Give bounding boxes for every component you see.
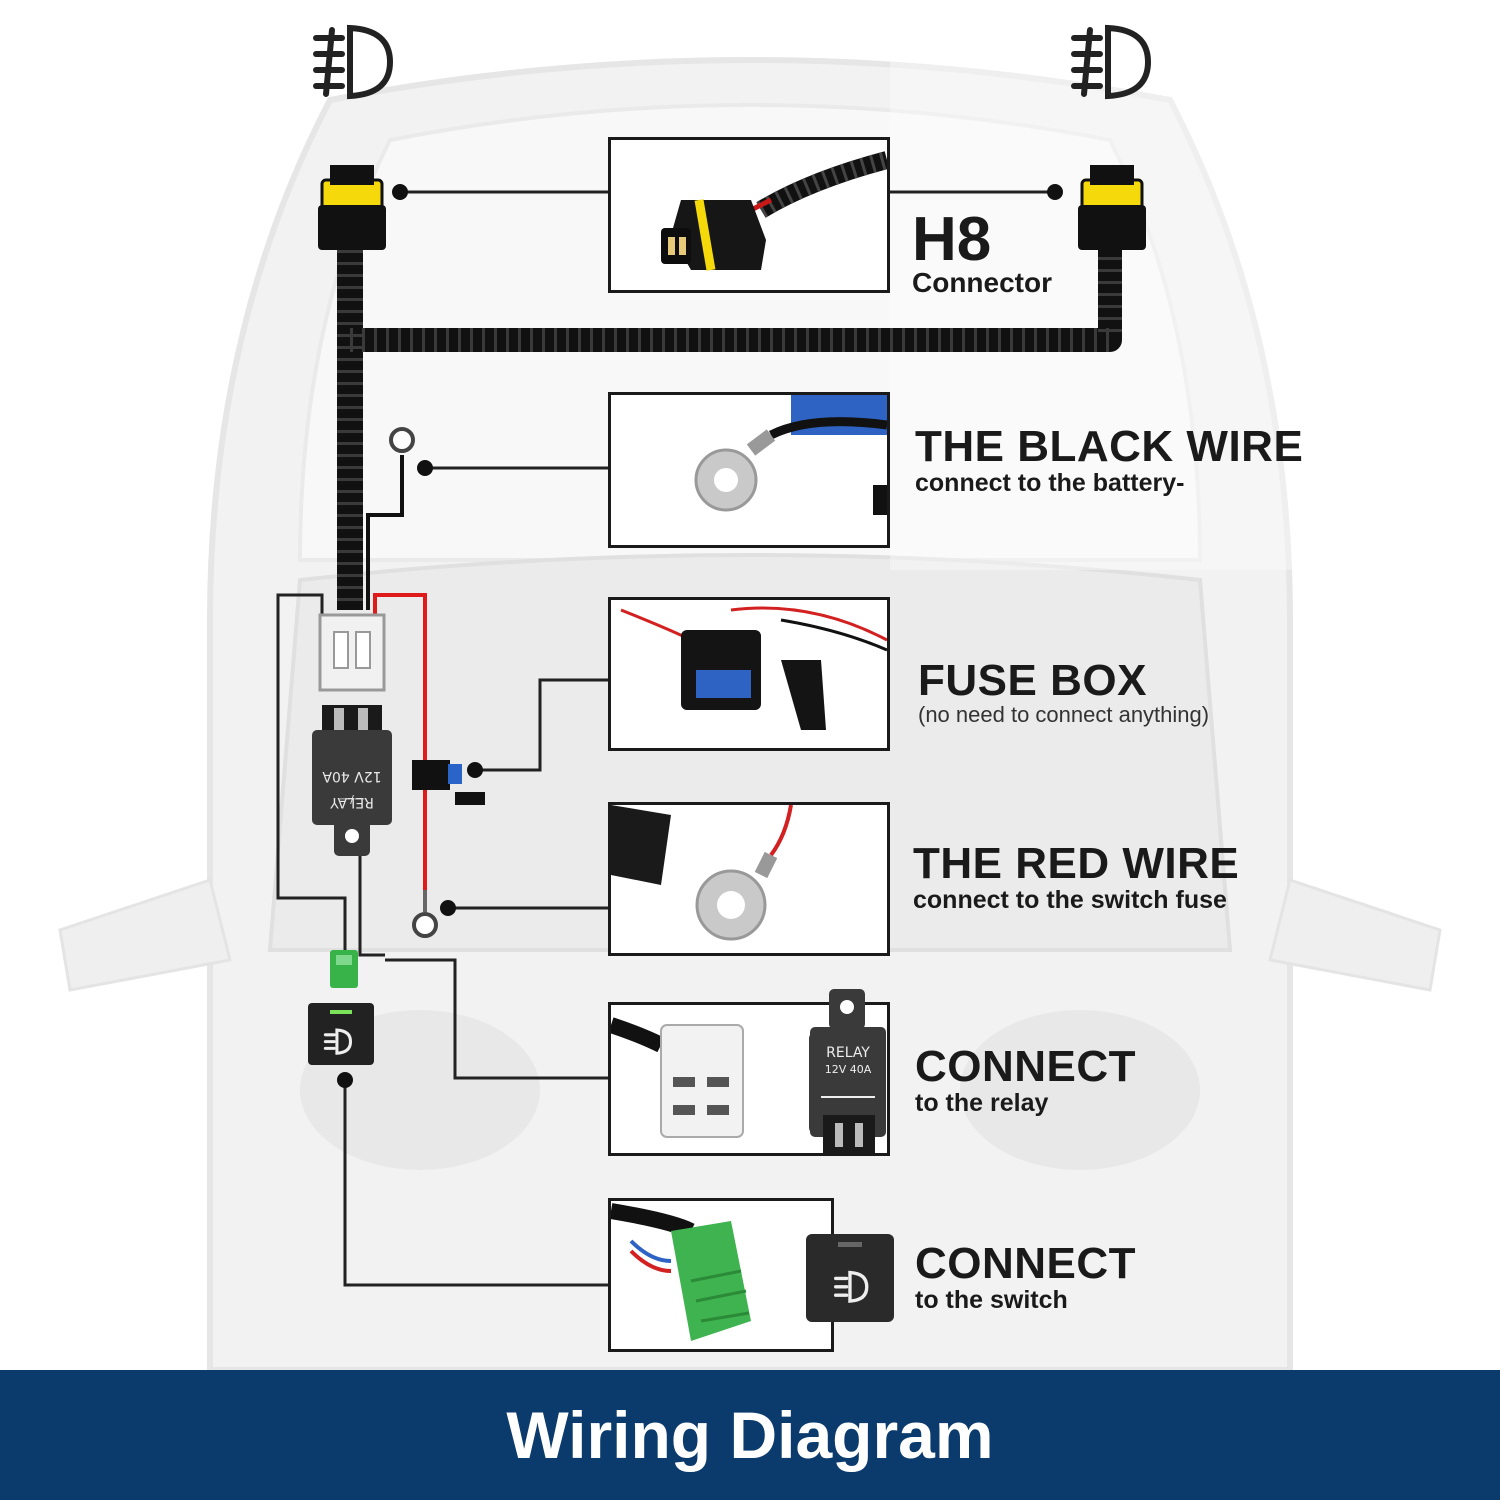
fog-light-icon (1071, 24, 1152, 100)
switch-title: CONNECT (915, 1239, 1137, 1288)
red-wire-subtitle: connect to the switch fuse (913, 886, 1227, 914)
switch-face (806, 1234, 894, 1322)
h8-subtitle: Connector (912, 267, 1052, 298)
red-wire-label: THE RED WIRE connect to the switch fuse (913, 839, 1240, 915)
h8-connector-right (1078, 165, 1146, 250)
switch-photo (608, 1198, 834, 1352)
relay-subtitle: to the relay (915, 1089, 1049, 1117)
relay-bracket: RELAY 12V 40A (810, 989, 886, 1155)
banner-title: Wiring Diagram (506, 1398, 994, 1472)
fog-light-icon (834, 1270, 869, 1303)
fuse-box-label: FUSE BOX (no need to connect anything) (918, 659, 1209, 727)
main-harness (337, 250, 1122, 610)
relay-socket (318, 613, 386, 692)
red-wire-title: THE RED WIRE (913, 839, 1240, 888)
black-wire-photo (608, 392, 890, 548)
fuse-box-photo (608, 597, 890, 751)
black-ground-wire (366, 427, 415, 610)
leader-dots (337, 184, 1063, 1088)
fuse-box-note: (no need to connect anything) (918, 702, 1210, 727)
harness-relay-line1: RELAY (330, 794, 374, 810)
red-wire-photo (608, 802, 890, 956)
svg-text:—∕—: —∕— (339, 793, 365, 806)
h8-label: H8 Connector (912, 205, 1052, 298)
harness-relay-line2: 12V 40A (322, 768, 382, 784)
inline-fuse-holder (412, 760, 485, 805)
switch-plug (330, 950, 358, 988)
h8-connector-left (318, 165, 386, 250)
fog-light-icon (313, 24, 394, 100)
fuse-box-title: FUSE BOX (918, 656, 1147, 705)
switch-subtitle: to the switch (915, 1286, 1068, 1314)
fog-light-switch (308, 1003, 374, 1065)
relay-bracket-line2: 12V 40A (825, 1063, 872, 1076)
black-wire-subtitle: connect to the battery- (915, 469, 1185, 497)
fog-light-icon (323, 1028, 353, 1055)
title-banner: Wiring Diagram (0, 1370, 1500, 1500)
black-wire-title: THE BLACK WIRE (915, 422, 1304, 471)
h8-title: H8 (912, 205, 992, 274)
h8-connector-photo (608, 137, 890, 293)
switch-label: CONNECT to the switch (915, 1239, 1137, 1315)
relay-bracket-line1: RELAY (826, 1045, 870, 1061)
relay-title: CONNECT (915, 1042, 1137, 1091)
relay-label: CONNECT to the relay (915, 1042, 1137, 1118)
relay-unit: —∕— 12V 40A RELAY (312, 705, 392, 856)
leader-lines (343, 190, 1055, 1287)
black-wire-label: THE BLACK WIRE connect to the battery- (915, 422, 1304, 498)
wiring-diagram: —∕— 12V 40A RELAY (58, 24, 1442, 1370)
control-wires (276, 593, 385, 957)
red-power-wire (373, 593, 438, 938)
